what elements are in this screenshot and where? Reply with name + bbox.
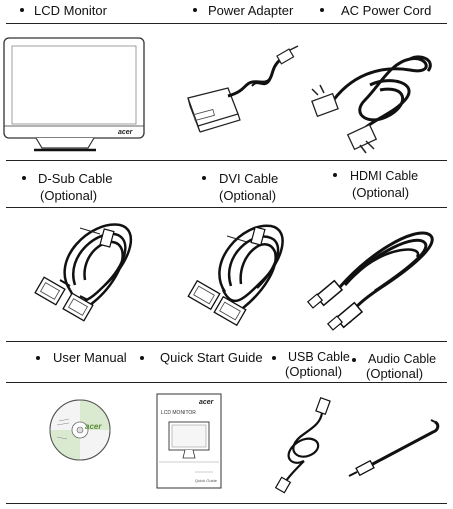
bullet-lcd-monitor [20,8,24,12]
label-audio-optional: (Optional) [366,366,424,381]
usb-cable-image [274,396,331,494]
audio-cable-image [348,419,440,477]
divider-row1 [6,160,447,161]
label-audio-cable: Audio Cable [368,352,437,366]
divider-row2-top [6,207,447,208]
label-dvi-optional: (Optional) [219,188,277,203]
guide-brand-text: acer [199,399,215,406]
bullet-usb [272,356,276,360]
guide-footer-text: Quick Guide [195,478,218,483]
bullet-audio [352,358,356,362]
lcd-monitor-image: acer [3,37,145,152]
guide-title-text: LCD MONITOR [161,410,196,416]
bullet-user-manual [36,356,40,360]
label-dsub-optional: (Optional) [40,188,98,203]
divider-row2-bottom [6,341,447,342]
dsub-cable-image [34,223,132,322]
label-usb-optional: (Optional) [285,364,343,379]
user-manual-cd-image: acer [49,399,111,461]
hdmi-cable-image [306,231,434,331]
bullet-power-adapter [193,8,197,12]
divider-row3 [6,382,447,383]
label-user-manual: User Manual [53,350,127,365]
label-lcd-monitor: LCD Monitor [34,3,107,18]
power-adapter-image [187,45,299,133]
bullet-hdmi [333,173,337,177]
label-ac-power-cord: AC Power Cord [341,3,432,18]
cd-brand-text: acer [85,422,102,431]
svg-text:acer: acer [118,129,134,136]
label-usb-cable: USB Cable [288,350,350,364]
divider-top [6,23,447,24]
bullet-dsub [22,176,26,180]
bullet-dvi [202,176,206,180]
label-hdmi-optional: (Optional) [352,185,410,200]
bullet-quick-start [140,356,144,360]
label-power-adapter: Power Adapter [208,3,294,18]
label-dvi-cable: DVI Cable [219,171,279,186]
dvi-cable-image [187,224,284,327]
label-dsub-cable: D-Sub Cable [38,171,113,186]
label-quick-start-guide: Quick Start Guide [160,350,263,365]
divider-bottom [6,503,447,504]
quick-start-guide-image: acer LCD MONITOR Quick Guide [156,393,222,489]
ac-power-cord-image [311,55,432,154]
bullet-ac-power-cord [320,8,324,12]
label-hdmi-cable: HDMI Cable [350,169,419,183]
